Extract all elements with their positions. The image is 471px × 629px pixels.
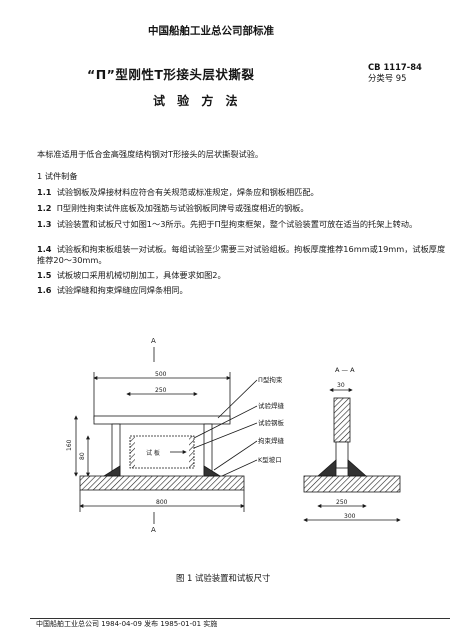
callout-pi-frame: Π型拘束 — [258, 375, 283, 384]
clause-1-2: 1.2 Π型刚性拘束试件底板及加强筋与试验钢板同牌号或强度相近的钢板。 — [37, 203, 309, 213]
dim-top-span-label: 500 — [155, 371, 167, 378]
dim-side-top-label: 30 — [337, 382, 345, 389]
callout-restraint-weld: 拘束焊缝 — [258, 436, 285, 445]
test-plate-label: 试 板 — [146, 449, 160, 457]
section-mark-a-bottom: A — [151, 526, 156, 534]
clause-1-1: 1.1 试验钢板及焊接材料应符合有关规范或标准规定，焊条应和钢板相匹配。 — [37, 187, 319, 197]
section-upright — [333, 397, 351, 443]
base-weld-right — [203, 465, 222, 477]
dim-side-base-label: 300 — [344, 513, 356, 520]
clause-1-4: 1.4 试验板和拘束板组装一对试板。每组试验至少需要三对试验组板。拘板厚度推荐1… — [37, 244, 446, 265]
pi-frame-top-beam — [93, 415, 231, 425]
section-base-plate — [303, 475, 401, 493]
leader-k-groove — [221, 459, 258, 477]
section-1-heading: 1 试件制备 — [37, 171, 78, 181]
base-plate — [79, 475, 245, 491]
footer-rule — [30, 618, 450, 619]
dim-bottom-span-label: 800 — [156, 499, 168, 506]
test-plate-box — [129, 435, 195, 469]
clause-1-6: 1.6 试验焊缝和拘束焊缝应同焊条相同。 — [37, 285, 188, 295]
clause-1-5: 1.5 试板坡口采用机械切削加工，具体要求如图2。 — [37, 270, 226, 280]
standard-number: CB 1117-84 — [368, 62, 422, 72]
leader-pi-frame — [217, 379, 258, 419]
dim-left-h1-label: 160 — [66, 439, 73, 451]
document-title: “Π”型刚性T形接头层状撕裂 — [87, 67, 255, 82]
leader-test-weld — [193, 405, 258, 439]
callout-k-groove: K型坡口 — [258, 455, 282, 464]
leader-restraint-weld — [213, 440, 258, 471]
test-plate-left-hatch — [130, 436, 135, 468]
leader-test-steel — [193, 422, 258, 449]
section-weld-right — [347, 459, 368, 477]
intro-paragraph: 本标准适用于低合金高强度结构钢对T形接头的层状撕裂试验。 — [37, 149, 264, 159]
dim-side-bottom-label: 250 — [336, 499, 348, 506]
clause-1-3: 1.3 试验装置和试板尺寸如图1～3所示。先把于Π型拘束框架，整个试验装置可放在… — [37, 219, 418, 229]
section-weld-left — [316, 459, 337, 477]
dim-left-h2-label: 80 — [79, 452, 86, 460]
figure-1-caption: 图 1 试验装置和试板尺寸 — [176, 573, 271, 583]
callout-test-weld: 试验焊缝 — [258, 401, 285, 410]
base-weld-left — [102, 465, 121, 477]
test-plate-right-hatch — [189, 436, 194, 468]
document-subtitle: 试 验 方 法 — [153, 94, 242, 108]
classification-number: 分类号 95 — [368, 73, 407, 83]
section-view-title: A — A — [335, 366, 355, 374]
section-mark-a-top: A — [151, 337, 156, 345]
callout-test-steel: 试验钢板 — [258, 418, 285, 427]
section-weld-zone — [335, 441, 349, 469]
issuing-organization: 中国船舶工业总公司部标准 — [148, 25, 274, 37]
pi-frame-left-leg — [111, 423, 121, 477]
dim-inner-span-label: 250 — [155, 387, 167, 394]
pi-frame-right-leg — [203, 423, 213, 477]
footer-text: 中国船舶工业总公司 1984-04-09 发布 1985-01-01 实施 — [36, 620, 218, 628]
